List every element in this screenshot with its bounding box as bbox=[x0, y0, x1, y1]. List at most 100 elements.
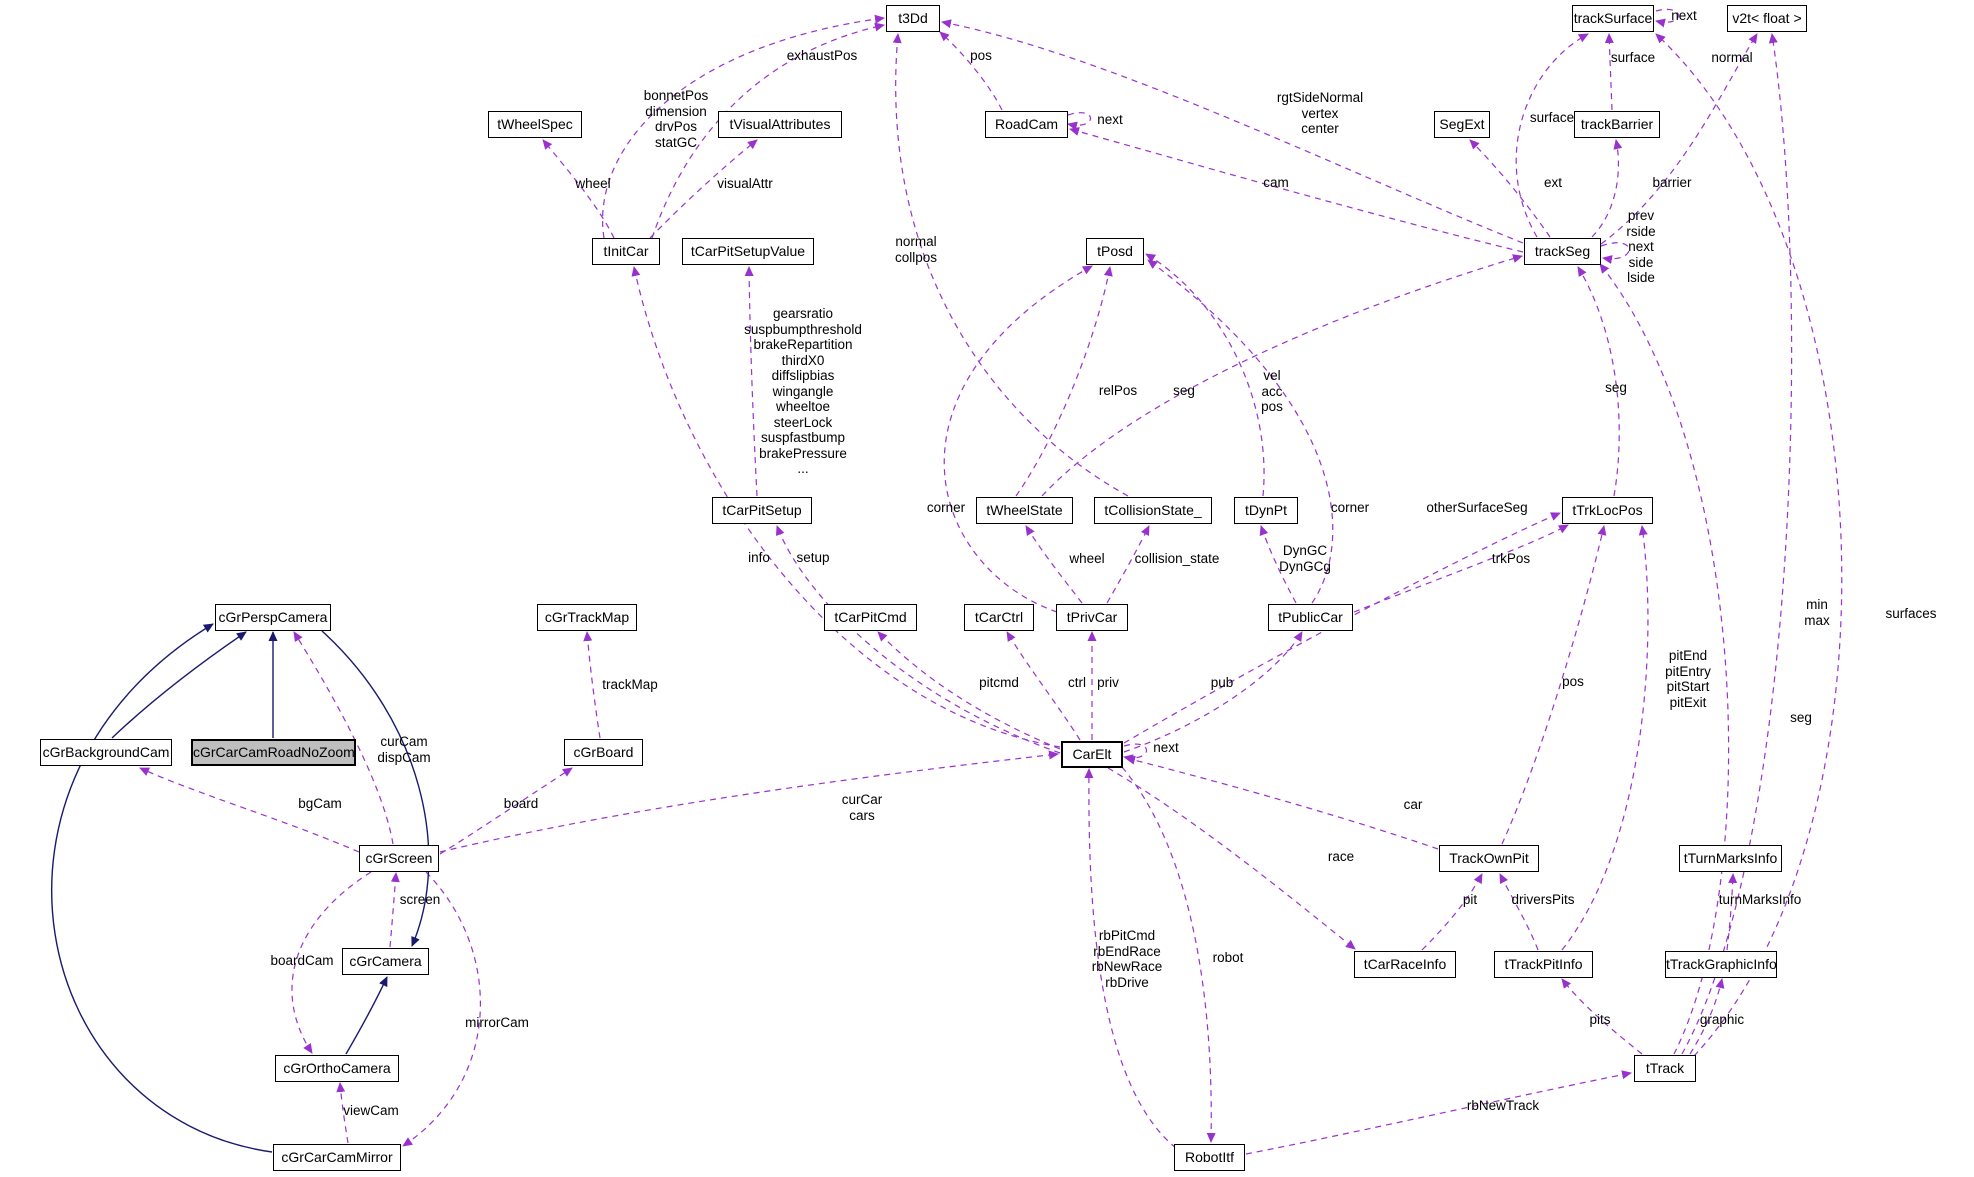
class-node-cgrcamera[interactable]: cGrCamera bbox=[342, 948, 429, 975]
member-edge-2 bbox=[602, 14, 885, 239]
inheritance-edge-63 bbox=[345, 976, 388, 1055]
class-node-tprivcar[interactable]: tPrivCar bbox=[1056, 604, 1128, 631]
class-node-tpubliccar[interactable]: tPublicCar bbox=[1268, 604, 1353, 631]
member-edge-16 bbox=[744, 266, 758, 497]
class-node-tinitcar[interactable]: tInitCar bbox=[592, 238, 660, 265]
edge-label-info: info bbox=[748, 550, 770, 565]
edge-label-next: next bbox=[1153, 740, 1179, 755]
member-edge-29 bbox=[1015, 266, 1113, 497]
member-edge-51 bbox=[293, 631, 394, 845]
class-node-tcollisionstate[interactable]: tCollisionState_ bbox=[1094, 497, 1212, 524]
inheritance-edge-59 bbox=[111, 631, 247, 739]
member-edge-10 bbox=[1515, 33, 1589, 238]
class-node-trackseg[interactable]: trackSeg bbox=[1524, 238, 1601, 265]
class-node-robotitf[interactable]: RobotItf bbox=[1174, 1144, 1245, 1171]
class-node-t3dd[interactable]: t3Dd bbox=[886, 5, 940, 32]
member-edge-11 bbox=[1604, 33, 1614, 111]
class-node-tvisualattributes[interactable]: tVisualAttributes bbox=[718, 111, 842, 138]
member-edge-17 bbox=[631, 266, 1061, 748]
member-edge-37 bbox=[1107, 767, 1356, 950]
edge-label-graphic: graphic bbox=[1699, 1012, 1745, 1027]
edge-label-normal: normal collpos bbox=[894, 234, 938, 265]
edge-label-gearsratio: gearsratio suspbumpthreshold brakeRepart… bbox=[744, 306, 862, 476]
member-edge-27 bbox=[943, 265, 1093, 613]
class-node-cgrorthocamera[interactable]: cGrOrthoCamera bbox=[275, 1055, 399, 1082]
edge-label-visualattr: visualAttr bbox=[717, 176, 773, 191]
edge-label-surface: surface bbox=[1610, 50, 1656, 65]
edge-label-ext: ext bbox=[1543, 175, 1563, 190]
member-edge-22 bbox=[1123, 631, 1303, 753]
edge-label-seg: seg bbox=[1173, 383, 1195, 398]
class-node-cgrscreen[interactable]: cGrScreen bbox=[359, 845, 439, 872]
edge-label-barrier: barrier bbox=[1652, 175, 1692, 190]
edge-label-screen: screen bbox=[399, 892, 441, 907]
edge-label-bgcam: bgCam bbox=[298, 796, 342, 811]
class-node-cgrboard[interactable]: cGrBoard bbox=[564, 739, 643, 766]
class-node-tposd[interactable]: tPosd bbox=[1086, 238, 1144, 265]
class-node-v2t-float[interactable]: v2t< float > bbox=[1727, 5, 1807, 32]
member-edge-33 bbox=[1123, 512, 1561, 744]
member-edge-47 bbox=[1245, 1070, 1632, 1155]
edge-label-viewcam: viewCam bbox=[343, 1103, 399, 1118]
class-node-tturnmarksinfo[interactable]: tTurnMarksInfo bbox=[1679, 845, 1782, 872]
member-edge-20 bbox=[1006, 631, 1081, 741]
class-node-tdynpt[interactable]: tDynPt bbox=[1234, 497, 1298, 524]
edge-label-pits: pits bbox=[1589, 1012, 1611, 1027]
edge-label-race: race bbox=[1327, 849, 1355, 864]
class-node-twheelspec[interactable]: tWheelSpec bbox=[488, 111, 582, 138]
class-node-carelt[interactable]: CarElt bbox=[1061, 741, 1123, 768]
member-edge-44 bbox=[1599, 263, 1730, 1055]
edge-label-wheel: wheel bbox=[1069, 551, 1105, 566]
class-node-tcarctrl[interactable]: tCarCtrl bbox=[964, 604, 1034, 631]
edge-label-mirrorcam: mirrorCam bbox=[465, 1015, 529, 1030]
member-edge-7 bbox=[1069, 127, 1524, 253]
edge-label-board: board bbox=[503, 796, 539, 811]
member-edge-54 bbox=[583, 631, 601, 739]
class-node-ttrackgraphicinfo[interactable]: tTrackGraphicInfo bbox=[1665, 951, 1777, 978]
class-node-cgrtrackmap[interactable]: cGrTrackMap bbox=[537, 604, 637, 631]
member-edge-0 bbox=[542, 139, 615, 239]
member-edge-40 bbox=[1499, 873, 1539, 951]
class-node-ttrklocpos[interactable]: tTrkLocPos bbox=[1562, 497, 1653, 524]
member-edge-48 bbox=[1121, 766, 1216, 1143]
edge-label-dyngc: DynGC DynGCg bbox=[1279, 543, 1331, 574]
edge-label-car: car bbox=[1403, 797, 1423, 812]
inheritance-edge-61 bbox=[50, 623, 273, 1153]
edge-label-othersurfaceseg: otherSurfaceSeg bbox=[1426, 500, 1528, 515]
edge-label-boardcam: boardCam bbox=[270, 953, 334, 968]
member-edge-1 bbox=[649, 139, 758, 239]
edge-label-corner: corner bbox=[926, 500, 966, 515]
member-edge-39 bbox=[1421, 873, 1483, 951]
member-edge-13 bbox=[1600, 33, 1758, 245]
class-node-tcarpitcmd[interactable]: tCarPitCmd bbox=[824, 604, 917, 631]
class-node-tcarraceinfo[interactable]: tCarRaceInfo bbox=[1354, 951, 1456, 978]
edge-label-bonnetpos: bonnetPos dimension drvPos statGC bbox=[643, 88, 709, 150]
class-node-tracksurface[interactable]: trackSurface bbox=[1572, 5, 1654, 32]
edge-label-corner: corner bbox=[1330, 500, 1370, 515]
class-node-trackbarrier[interactable]: trackBarrier bbox=[1574, 111, 1660, 138]
edge-label-driverspits: driversPits bbox=[1511, 892, 1575, 907]
edge-label-cam: cam bbox=[1263, 175, 1289, 190]
class-node-tcarpitsetup[interactable]: tCarPitSetup bbox=[712, 497, 812, 524]
class-node-trackownpit[interactable]: TrackOwnPit bbox=[1439, 845, 1539, 872]
class-node-cgrcarcammirror[interactable]: cGrCarCamMirror bbox=[273, 1144, 401, 1171]
edge-label-vel: vel acc pos bbox=[1261, 368, 1283, 414]
edge-label-rbnewtrack: rbNewTrack bbox=[1466, 1098, 1540, 1113]
member-edge-15 bbox=[892, 33, 1129, 497]
member-edge-24 bbox=[1025, 525, 1083, 604]
edge-label-pos: pos bbox=[1562, 674, 1584, 689]
edge-label-seg: seg bbox=[1605, 380, 1627, 395]
class-node-ttrackpitinfo[interactable]: tTrackPitInfo bbox=[1494, 951, 1593, 978]
member-edge-56 bbox=[291, 871, 372, 1054]
class-node-ttrack[interactable]: tTrack bbox=[1634, 1055, 1696, 1082]
class-node-segext[interactable]: SegExt bbox=[1434, 111, 1490, 138]
class-node-roadcam[interactable]: RoadCam bbox=[985, 111, 1068, 138]
class-node-cgrperspcamera[interactable]: cGrPerspCamera bbox=[215, 604, 331, 631]
class-node-cgrbackgroundcam[interactable]: cGrBackgroundCam bbox=[40, 739, 172, 766]
class-node-twheelstate[interactable]: tWheelState bbox=[976, 497, 1073, 524]
member-edge-28 bbox=[1147, 259, 1334, 604]
edge-label-pit: pit bbox=[1462, 892, 1478, 907]
class-node-tcarpitsetupvalue[interactable]: tCarPitSetupValue bbox=[682, 238, 814, 265]
member-edge-58 bbox=[336, 1082, 349, 1144]
